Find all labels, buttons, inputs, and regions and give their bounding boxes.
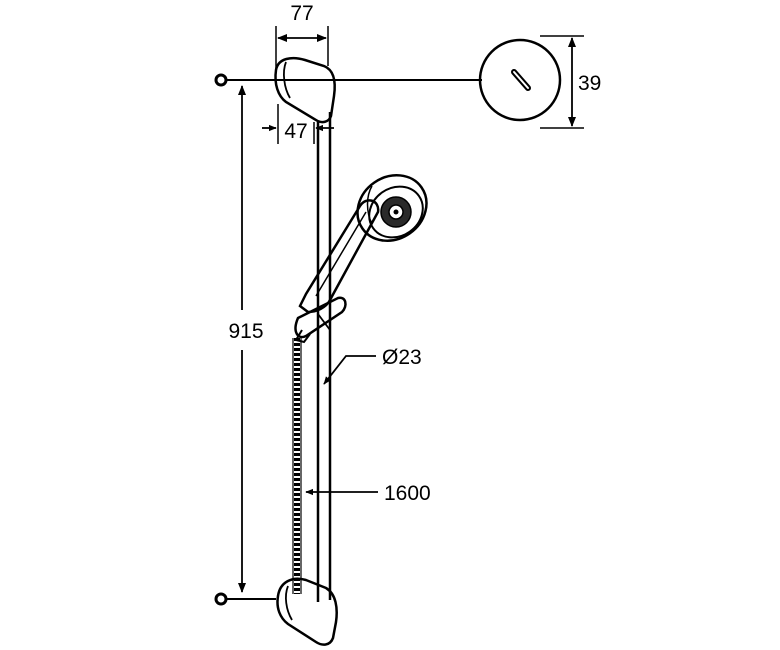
wall-rose [234,38,562,122]
dimension-rose-diameter: 39 [540,35,601,129]
hose-length-label: 1600 [384,482,431,505]
fixing-points [214,73,276,606]
bracket-offset-label: 47 [284,120,307,143]
top-bracket [274,56,336,124]
shower-hose [292,338,302,594]
leader-rail-diameter: Ø23 [323,346,422,385]
dimension-bracket-offset: 47 [262,104,334,144]
bracket-width-label: 77 [290,2,313,25]
rail-diameter-label: Ø23 [382,346,422,369]
slider-holder [294,296,347,344]
rose-diameter-label: 39 [578,72,601,95]
rail-length-label: 915 [228,320,263,343]
vertical-rail [316,112,332,602]
dimension-rail-length: 915 [228,85,264,593]
leader-hose-length: 1600 [305,482,431,505]
dimension-bracket-width: 77 [275,2,329,72]
bottom-bracket [276,577,338,646]
hand-shower [298,174,428,314]
